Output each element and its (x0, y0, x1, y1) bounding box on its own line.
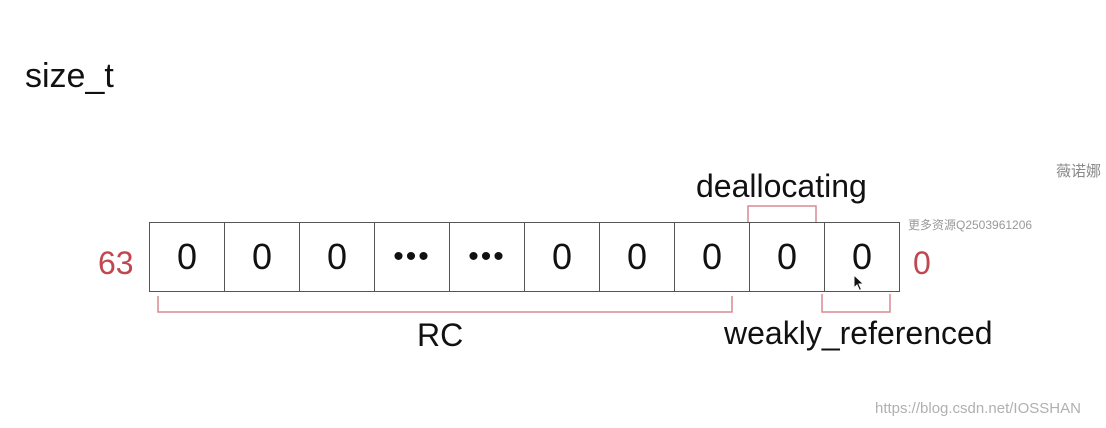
bit-cell-deallocating: 0 (750, 222, 825, 292)
deallocating-bracket (747, 205, 817, 222)
watermark-url: https://blog.csdn.net/IOSSHAN (875, 400, 1081, 417)
deallocating-label: deallocating (696, 168, 867, 204)
bit-cell: 0 (150, 222, 225, 292)
watermark-resource: 更多资源Q2503961206 (908, 218, 1033, 232)
bit-cell-ellipsis: ••• (375, 222, 450, 292)
weakly-referenced-bracket (821, 294, 891, 313)
bit-cells-row: 0 0 0 ••• ••• 0 0 0 0 0 (149, 222, 900, 292)
bit-cell: 0 (225, 222, 300, 292)
bit-cell: 0 (600, 222, 675, 292)
diagram-title: size_t (25, 57, 114, 95)
bit-cell: 0 (675, 222, 750, 292)
bit-index-low: 0 (913, 245, 931, 281)
bit-cell-weakly-referenced: 0 (825, 222, 900, 292)
mouse-cursor-icon (853, 274, 865, 292)
bit-index-high: 63 (98, 245, 134, 281)
weakly-referenced-label: weakly_referenced (724, 315, 993, 351)
bit-cell-ellipsis: ••• (450, 222, 525, 292)
rc-bracket (157, 296, 733, 313)
bit-cell: 0 (525, 222, 600, 292)
watermark-name: 薇诺娜 (1056, 163, 1102, 180)
bit-cell: 0 (300, 222, 375, 292)
rc-label: RC (417, 317, 464, 353)
